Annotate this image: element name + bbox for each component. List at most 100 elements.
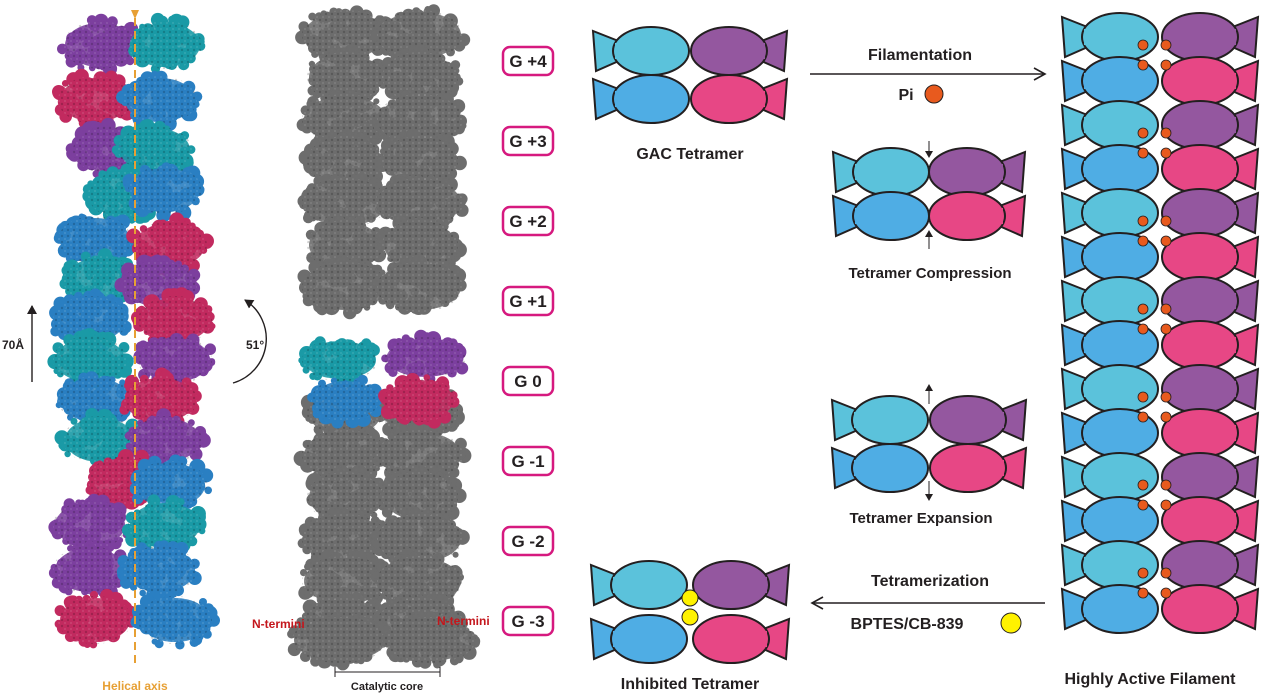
gray-protomer-blob [287, 611, 397, 671]
comp-monomer-b [928, 147, 1027, 197]
g-level-label: G -3 [511, 612, 544, 631]
filament-monomer-c [1060, 144, 1159, 194]
pi-bound-dot-icon [1160, 391, 1172, 403]
pi-bound-dot-icon [1137, 587, 1149, 599]
gray-protomer-blob [296, 89, 391, 152]
protomer-blob [116, 540, 202, 603]
filament-monomer-d [1161, 320, 1260, 370]
pi-bound-dot-icon [1160, 59, 1172, 71]
inh-monomer-c [589, 614, 688, 664]
pi-bound-dot-icon [1160, 567, 1172, 579]
protomer-blob [124, 408, 211, 471]
highlight-protomer-blue [307, 374, 385, 429]
pi-dot-icon [924, 84, 944, 104]
filament-monomer-b [1161, 12, 1260, 62]
pi-label: Pi [898, 87, 913, 104]
filament-label: Highly Active Filament [1065, 671, 1237, 688]
pi-bound-dot-icon [1160, 127, 1172, 139]
filament-monomer-c [1060, 408, 1159, 458]
protomer-blob [126, 212, 214, 278]
filament-monomer-b [1161, 540, 1260, 590]
highlight-protomer-purple [381, 329, 469, 384]
filament-monomer-b [1161, 452, 1260, 502]
gac-monomer-d [690, 74, 789, 124]
inh-monomer-d [692, 614, 791, 664]
filamentation-label: Filamentation [868, 47, 972, 64]
rotation-label: 51° [246, 338, 264, 352]
pi-bound-dot-icon [1137, 59, 1149, 71]
gray-protomer-blob [379, 465, 467, 530]
filament-monomer-a [1060, 364, 1159, 414]
filament-monomer-c [1060, 584, 1159, 634]
inhibited-tetramer-label: Inhibited Tetramer [621, 676, 759, 693]
catalytic-core-label: Catalytic core [351, 681, 423, 693]
filament-monomer-c [1060, 232, 1159, 282]
comp-monomer-a [831, 147, 930, 197]
pi-bound-dot-icon [1160, 147, 1172, 159]
gray-protomer-blob [297, 255, 388, 320]
active-filament [1060, 12, 1260, 634]
g-level-box: G +2 [501, 205, 555, 237]
pi-bound-dot-icon [1137, 411, 1149, 423]
g-level-box: G -3 [501, 605, 555, 637]
pi-bound-dot-icon [1160, 323, 1172, 335]
filament-tetramer [1060, 12, 1260, 106]
g-level-label: G +2 [509, 212, 546, 231]
pi-bound-dot-icon [1137, 147, 1149, 159]
pi-bound-dot-icon [1160, 411, 1172, 423]
filament-tetramer [1060, 276, 1260, 370]
gac-tetramer-label: GAC Tetramer [636, 146, 743, 163]
inhibitor-label: BPTES/CB-839 [851, 616, 964, 633]
pi-bound-dot-icon [1137, 567, 1149, 579]
filament-monomer-a [1060, 100, 1159, 150]
filament-tetramer [1060, 100, 1260, 194]
comp-monomer-c [831, 191, 930, 241]
inhibitor-dot-icon [1000, 612, 1022, 634]
exp-monomer-a [830, 395, 929, 445]
protomer-blob [54, 408, 145, 470]
n-termini-left-label: N-termini [252, 617, 305, 631]
filament-monomer-d [1161, 232, 1260, 282]
pi-bound-dot-icon [1137, 499, 1149, 511]
protomer-blob [48, 493, 130, 557]
filament-tetramer [1060, 540, 1260, 634]
gac-monomer-c [591, 74, 690, 124]
expansion-label: Tetramer Expansion [849, 510, 992, 527]
g-level-box: G -1 [501, 445, 555, 477]
pi-bound-dot-icon [1160, 587, 1172, 599]
exp-monomer-b [929, 395, 1028, 445]
filament-tetramer [1060, 364, 1260, 458]
inhibited-tetramer [589, 560, 791, 664]
protomer-blob [53, 213, 137, 270]
g-level-label: G +1 [509, 292, 546, 311]
colored-filament-structure [47, 12, 221, 650]
pi-bound-dot-icon [1137, 323, 1149, 335]
compression-label: Tetramer Compression [848, 265, 1011, 282]
protomer-blob [122, 162, 205, 223]
g-level-box: G +3 [501, 125, 555, 157]
tetramerization-label: Tetramerization [871, 573, 989, 590]
protomer-blob [57, 13, 139, 76]
pi-bound-dot-icon [1137, 127, 1149, 139]
filament-monomer-c [1060, 320, 1159, 370]
gray-protomer-blob [369, 506, 470, 572]
pi-bound-dot-icon [1160, 235, 1172, 247]
inh-monomer-b [692, 560, 791, 610]
g-level-box: G 0 [501, 365, 555, 397]
pi-bound-dot-icon [1137, 479, 1149, 491]
pi-bound-dot-icon [1137, 215, 1149, 227]
expanded-tetramer [830, 395, 1028, 493]
comp-monomer-d [928, 191, 1027, 241]
exp-monomer-d [929, 443, 1028, 493]
pi-bound-dot-icon [1137, 391, 1149, 403]
protomer-blob [130, 591, 221, 650]
filament-monomer-d [1161, 144, 1260, 194]
g-level-box: G +1 [501, 285, 555, 317]
g-level-label: G +3 [509, 132, 546, 151]
filament-monomer-b [1161, 188, 1260, 238]
g-level-box: G +4 [501, 45, 555, 77]
filament-monomer-a [1060, 452, 1159, 502]
g-level-label: G -2 [511, 532, 544, 551]
rise-label: 70Å [2, 337, 24, 352]
